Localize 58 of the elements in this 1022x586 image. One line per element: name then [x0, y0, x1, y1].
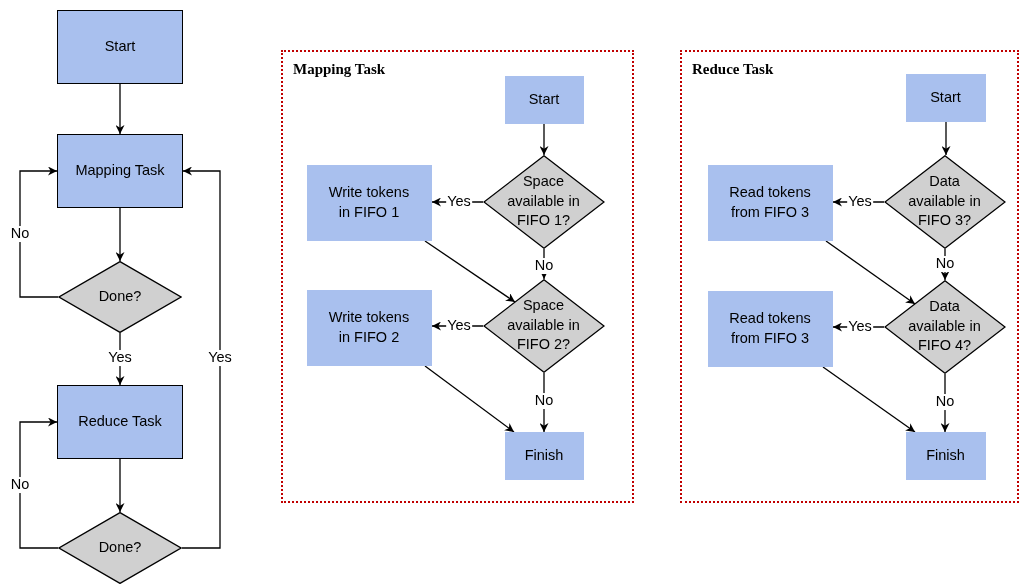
process-box	[57, 10, 183, 84]
node-label: Write tokens in FIFO 1	[327, 182, 411, 222]
decision-diamond	[58, 261, 182, 333]
arrow	[181, 166, 221, 549]
dotted-frame	[281, 50, 634, 503]
node-label: Done?	[98, 287, 142, 307]
group-title: Mapping Task	[293, 61, 386, 78]
node-label: Done?	[98, 538, 142, 558]
decision-diamond	[482, 278, 605, 373]
node-label: Start	[930, 87, 961, 107]
process-box	[57, 385, 183, 459]
node-label: Finish	[926, 445, 965, 465]
edge-label: Yes	[107, 350, 133, 366]
node-label: Space available in FIFO 1?	[506, 172, 581, 231]
edge-label: Yes	[207, 350, 233, 366]
process-box	[905, 73, 986, 122]
edge-label: No	[9, 477, 31, 493]
decision-diamond	[883, 154, 1006, 249]
arrow	[115, 207, 125, 262]
node-label: Reduce Task	[78, 412, 162, 432]
edge-label: No	[533, 393, 555, 409]
arrow	[19, 417, 59, 549]
edge-label: No	[934, 394, 956, 410]
dotted-frame	[680, 50, 1019, 503]
edge-label: No	[9, 226, 31, 242]
arrow	[539, 123, 549, 156]
arrow	[941, 121, 951, 156]
arrow	[424, 240, 516, 303]
node-label: Write tokens in FIFO 2	[327, 307, 411, 347]
edge-label: No	[533, 258, 555, 274]
node-label: Data available in FIFO 4?	[907, 297, 982, 356]
arrow	[19, 166, 59, 298]
arrow	[115, 458, 125, 513]
process-box	[306, 289, 432, 366]
group-title: Reduce Task	[692, 61, 774, 78]
node-label: Space available in FIFO 2?	[506, 296, 581, 355]
node-label: Start	[528, 89, 560, 109]
node-label: Read tokens from FIFO 3	[728, 182, 812, 222]
arrow	[825, 240, 916, 305]
process-box	[57, 134, 183, 208]
node-label: Finish	[524, 445, 564, 465]
arrow	[424, 365, 515, 433]
decision-diamond	[482, 154, 605, 249]
arrow	[822, 366, 916, 433]
process-box	[707, 290, 833, 367]
process-box	[504, 75, 584, 124]
decision-diamond	[883, 279, 1006, 374]
node-label: Mapping Task	[75, 161, 165, 181]
decision-diamond	[58, 512, 182, 584]
process-box	[504, 431, 584, 480]
process-box	[306, 164, 432, 241]
arrow	[115, 83, 125, 135]
node-label: Start	[104, 37, 136, 57]
process-box	[707, 164, 833, 241]
node-label: Read tokens from FIFO 3	[728, 308, 812, 348]
process-box	[905, 431, 986, 480]
edge-label: No	[934, 256, 956, 272]
node-label: Data available in FIFO 3?	[907, 172, 982, 231]
